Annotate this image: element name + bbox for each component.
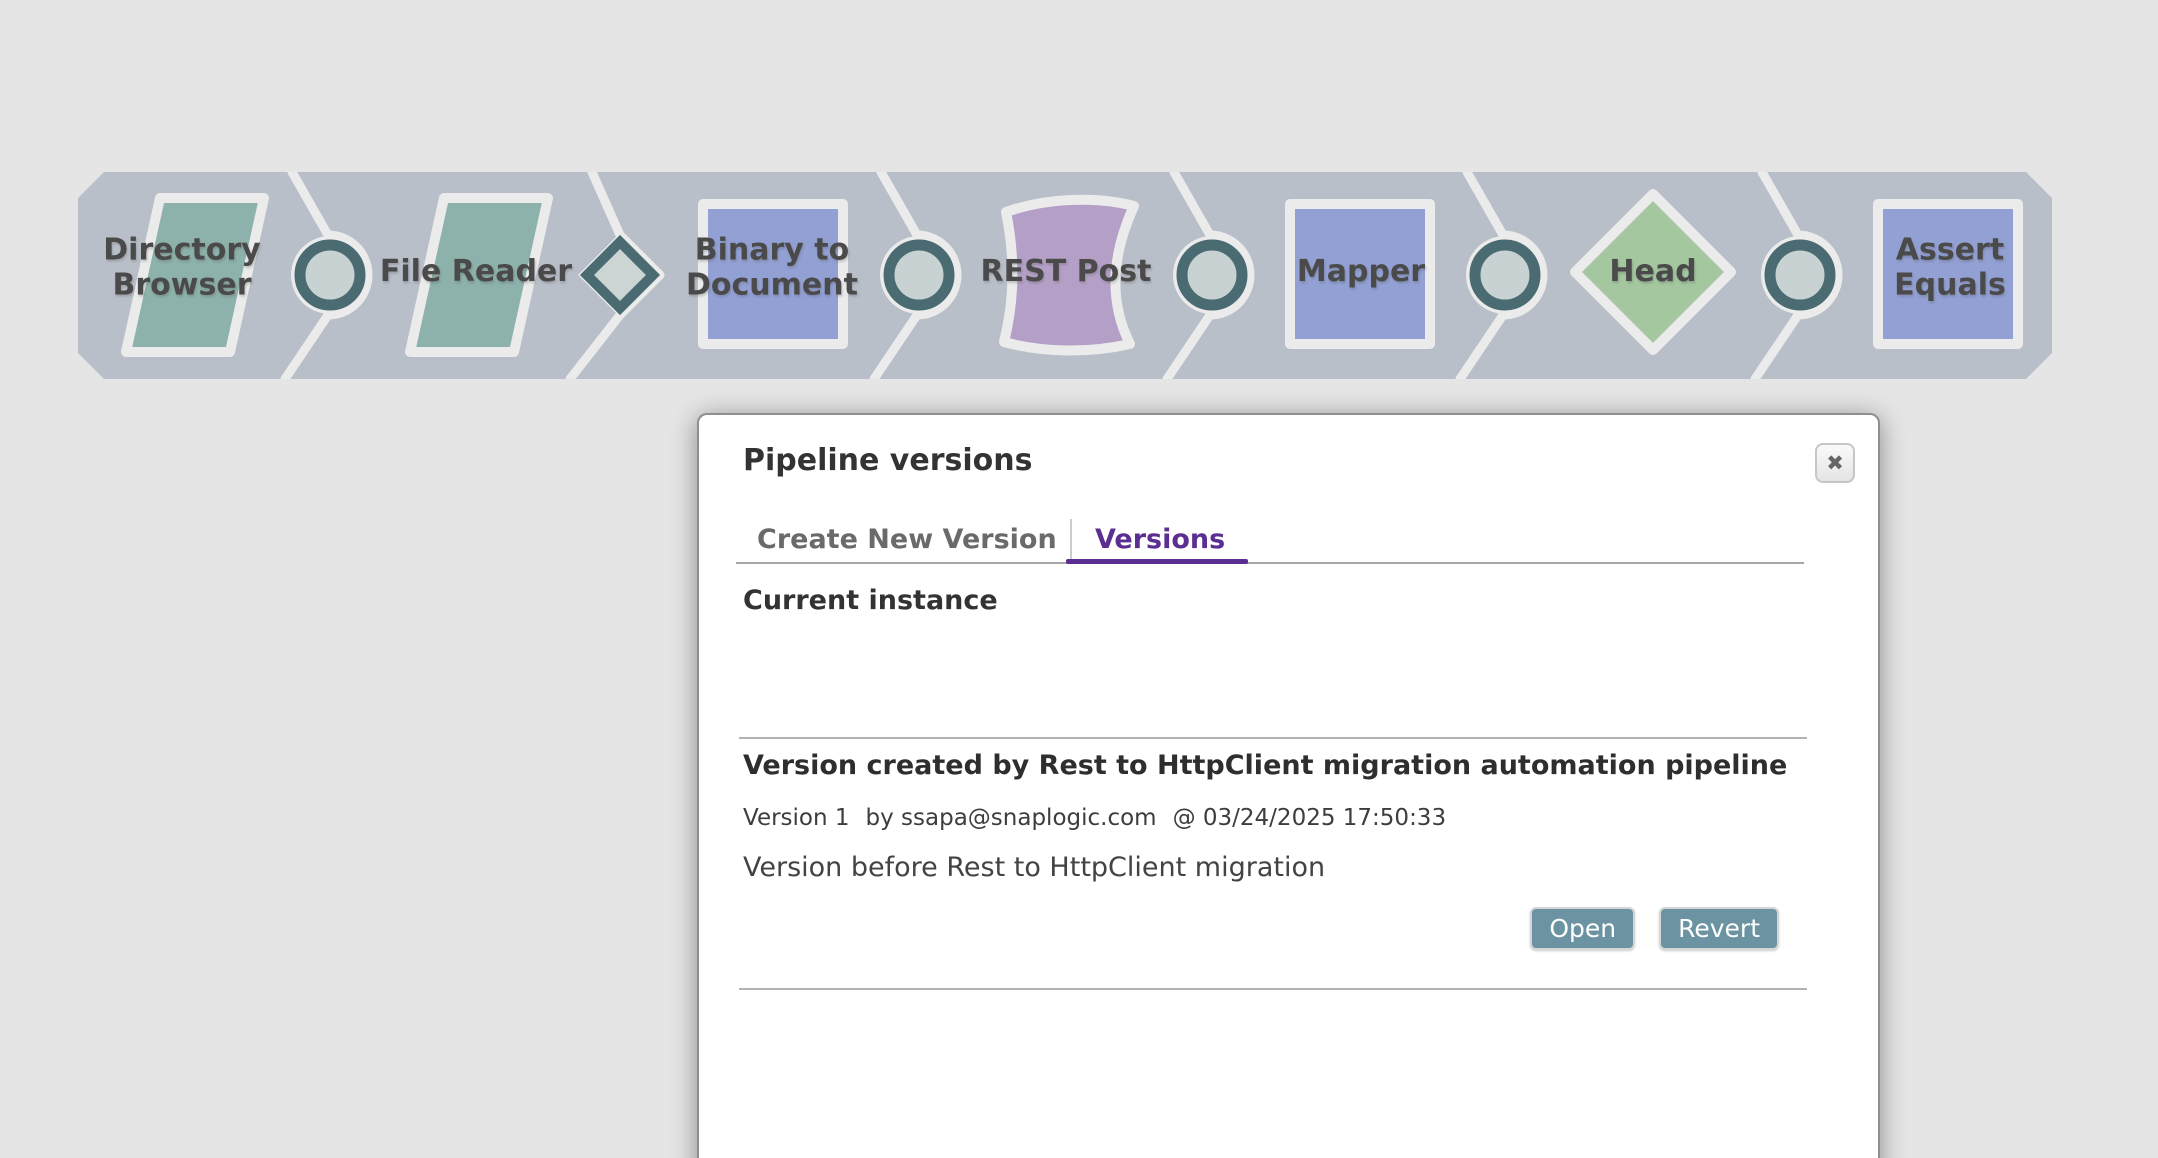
snap-label-rest-post[interactable]: REST Post — [980, 253, 1152, 289]
revert-button[interactable]: Revert — [1659, 907, 1779, 950]
tab-versions[interactable]: Versions — [1095, 523, 1226, 555]
snap-shape-head[interactable] — [1570, 189, 1736, 355]
close-icon: ✖ — [1826, 451, 1844, 475]
snap-label-assert-equals[interactable]: Assert Equals — [1894, 232, 2006, 302]
snap-label-head[interactable]: Head — [1609, 253, 1697, 289]
active-tab-underline — [1066, 559, 1248, 564]
snap-shape-rest-post[interactable] — [999, 194, 1139, 356]
connector-circle-1 — [294, 239, 366, 311]
snap-shape-file-reader[interactable] — [405, 193, 553, 357]
tabs-rule — [736, 562, 1804, 564]
version-meta: Version 1 by ssapa@snaplogic.com @ 03/24/2… — [743, 805, 1462, 831]
connector-circle-5 — [1764, 239, 1836, 311]
pipeline-band — [78, 167, 2052, 384]
close-button[interactable]: ✖ — [1815, 443, 1855, 483]
current-instance-heading: Current instance — [743, 585, 998, 616]
connector-circle-3 — [1176, 239, 1248, 311]
version-number: Version 1 — [743, 805, 850, 831]
tab-create-new-version[interactable]: Create New Version — [757, 523, 1057, 555]
connector-circle-4 — [1469, 239, 1541, 311]
snap-shape-mapper[interactable] — [1285, 199, 1435, 349]
version-author: by ssapa@snaplogic.com — [865, 805, 1157, 831]
open-button[interactable]: Open — [1530, 907, 1636, 950]
snap-label-directory-browser[interactable]: Directory Browser — [103, 232, 261, 302]
connector-circle-2 — [883, 239, 955, 311]
pipeline-band-graphic — [78, 167, 2052, 384]
snap-label-mapper[interactable]: Mapper — [1296, 253, 1426, 289]
version-title: Version created by Rest to HttpClient mi… — [743, 750, 1788, 781]
version-timestamp: @ 03/24/2025 17:50:33 — [1172, 805, 1447, 831]
snap-shape-directory-browser[interactable] — [121, 193, 269, 357]
snap-shape-assert-equals[interactable] — [1873, 199, 2023, 349]
pipeline-versions-dialog: Pipeline versions ✖ Create New Version V… — [697, 413, 1880, 1158]
tab-divider — [1070, 519, 1072, 559]
version-description: Version before Rest to HttpClient migrat… — [743, 852, 1326, 883]
connector-diamond — [579, 234, 661, 316]
tabs-row: Create New Version Versions — [699, 517, 1878, 563]
snap-shape-binary-to-document[interactable] — [698, 199, 848, 349]
section-divider — [739, 737, 1807, 739]
snap-label-file-reader[interactable]: File Reader — [379, 253, 573, 289]
connectors — [291, 233, 1839, 317]
snap-label-binary-to-document[interactable]: Binary to Document — [686, 232, 858, 302]
section-divider — [739, 988, 1807, 990]
dialog-title: Pipeline versions — [743, 443, 1033, 478]
version-actions: Open Revert — [1530, 907, 1779, 950]
